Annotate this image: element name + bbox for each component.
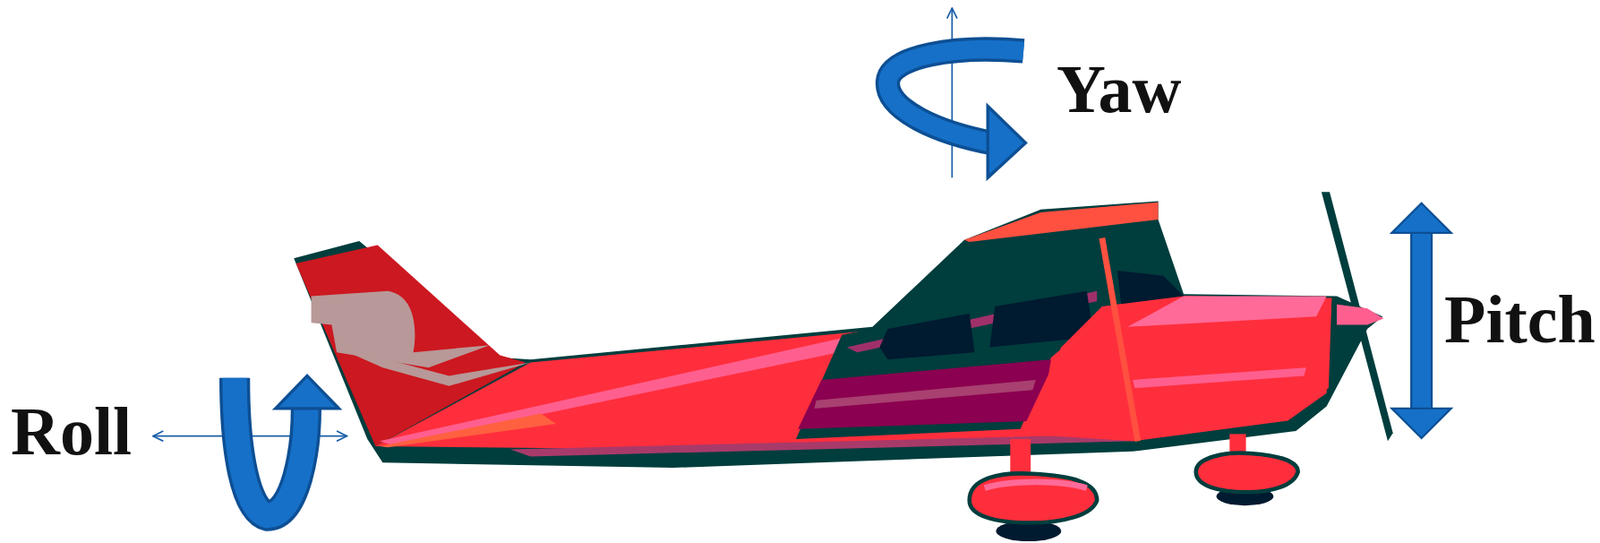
pitch-arrowhead [1392,203,1452,233]
door-panel [797,359,1052,428]
cowling-stripe [1132,367,1307,388]
fairing-shine [984,481,1087,488]
door-stripe [813,379,1036,409]
axis-label: Roll [10,396,132,465]
pitch-arrow-shaft [1411,229,1432,411]
fuselage-stripe [379,336,848,445]
spinner [1336,304,1384,326]
tail-stripe [311,290,490,368]
pitch-arrowhead [1392,408,1452,438]
propeller [1321,191,1394,441]
wheel-fairing [969,472,1097,522]
wing [964,202,1159,242]
yaw-arrowhead [987,106,1026,179]
forward-fuselage [1020,296,1333,442]
window [879,313,975,360]
cowling [1127,296,1327,327]
fuselage-stripe [379,413,557,448]
wing-strut [1102,238,1138,442]
airplane-outline [293,201,1383,468]
axis-label: Yaw [1056,54,1181,123]
wheel-fairing [1196,453,1299,493]
axis-label: Pitch [1444,284,1596,353]
yaw-axis [950,8,953,178]
roll-arrowhead [275,375,340,408]
